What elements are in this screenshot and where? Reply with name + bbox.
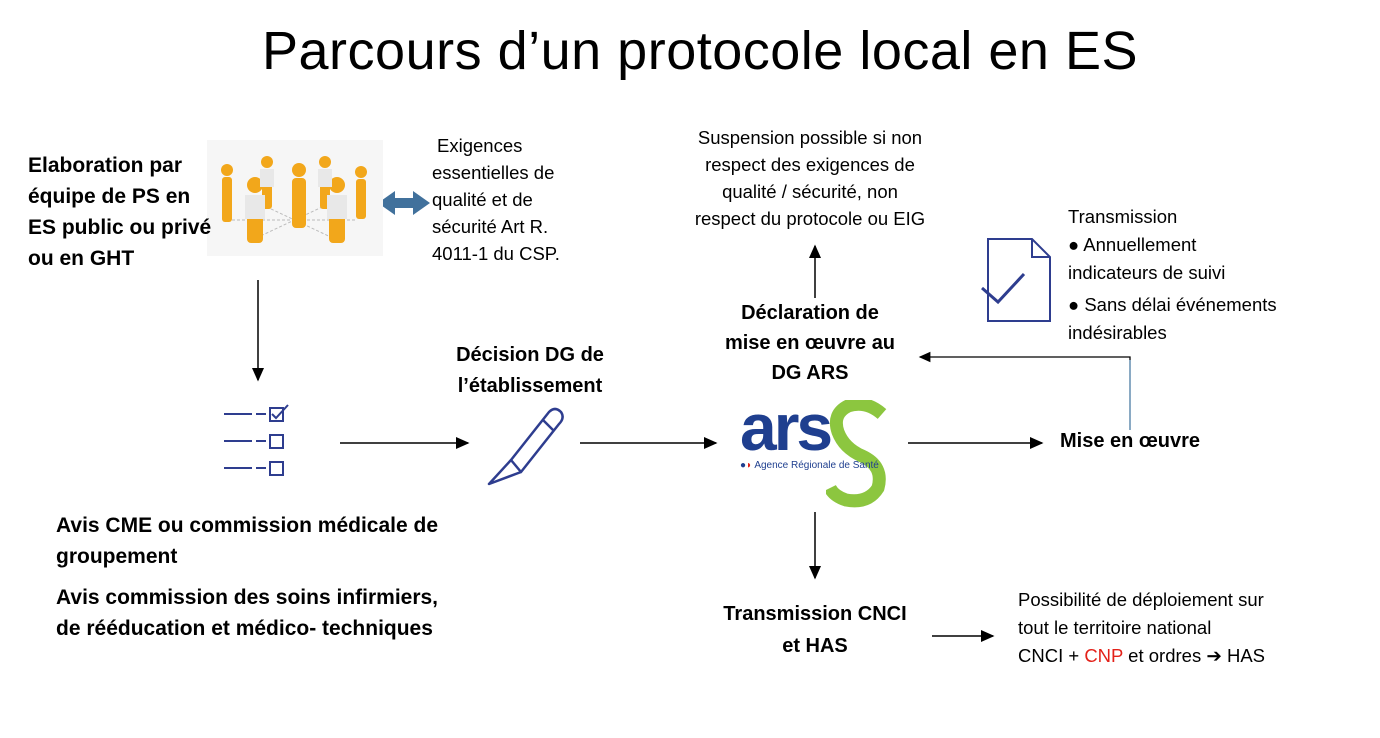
team-network-icon xyxy=(207,140,383,256)
pen-icon xyxy=(487,407,564,486)
checklist-icon xyxy=(224,404,289,476)
document-check-icon xyxy=(981,238,1051,322)
avis-soins-text: Avis commission des soins infirmiers,de … xyxy=(56,586,439,640)
page-title: Parcours d’un protocole local en ES xyxy=(262,21,1138,81)
ars-letters: ars xyxy=(740,390,833,464)
ars-logo: ars ●◗ Agence Régionale de Santé xyxy=(738,390,898,508)
mise-en-oeuvre: Mise en œuvre xyxy=(1060,430,1201,452)
double-arrow-icon xyxy=(378,191,430,215)
arrow-feedback xyxy=(918,351,1131,430)
ars-tagline: ●◗ Agence Régionale de Santé xyxy=(740,460,879,471)
cnp-highlight: CNP xyxy=(1084,645,1124,666)
